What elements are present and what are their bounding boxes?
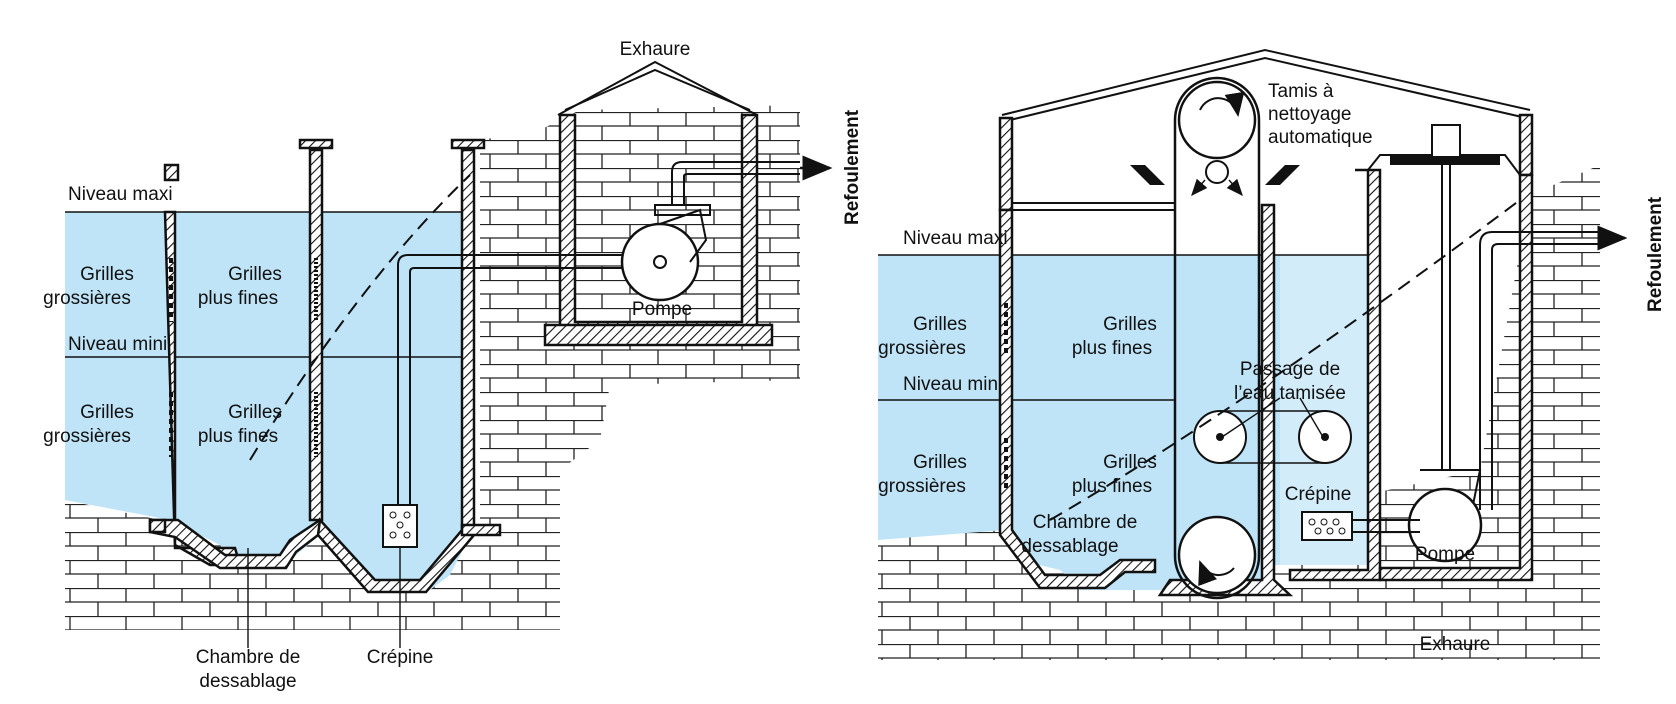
left-grilles-fines-2-l2: plus fines [198, 426, 278, 447]
left-grilles-grossieres-1-l1: Grilles [80, 264, 134, 285]
left-refoulement-label: Refoulement [842, 109, 863, 225]
right-niveau-mini-label: Niveau mini [903, 374, 1002, 395]
left-water [65, 212, 468, 590]
right-grilles-grossieres-2-l1: Grilles [913, 452, 967, 473]
right-grilles-fines-2-l2: plus fines [1072, 476, 1152, 497]
right-niveau-maxi-label: Niveau maxi [903, 228, 1008, 249]
right-grilles-fines-1-l2: plus fines [1072, 338, 1152, 359]
right-chambre-l2: dessablage [1021, 536, 1118, 557]
right-tamis-l1: Tamis à [1268, 81, 1334, 102]
left-grilles-fines-1-l2: plus fines [198, 288, 278, 309]
left-crepine-label: Crépine [367, 647, 434, 668]
right-grilles-grossieres-2-l2: grossières [878, 476, 966, 497]
left-masonry [65, 105, 800, 630]
right-refoulement-label: Refoulement [1645, 196, 1666, 312]
right-exhaure-label: Exhaure [1420, 634, 1491, 655]
left-chambre-l1: Chambre de [196, 647, 301, 668]
right-grilles-grossieres-1-l1: Grilles [913, 314, 967, 335]
right-grilles-grossieres-1-l2: grossières [878, 338, 966, 359]
left-grilles-grossieres-1-l2: grossières [43, 288, 131, 309]
right-diagram: Tamis à nettoyage automatique Refoulemen… [878, 48, 1666, 660]
left-niveau-mini-label: Niveau mini [68, 334, 167, 355]
right-tamis-l3: automatique [1268, 127, 1373, 148]
right-chambre-l1: Chambre de [1033, 512, 1138, 533]
left-grilles-fines-1-l1: Grilles [228, 264, 282, 285]
left-chambre-l2: dessablage [199, 671, 296, 692]
right-tamis-l2: nettoyage [1268, 104, 1351, 125]
right-passage-l1: Passage de [1240, 359, 1340, 380]
right-grilles-fines-1-l1: Grilles [1103, 314, 1157, 335]
left-pompe-label: Pompe [632, 299, 692, 320]
right-pompe-label: Pompe [1415, 544, 1475, 565]
left-exhaure-label: Exhaure [620, 39, 691, 60]
left-grilles-fines-2-l1: Grilles [228, 402, 282, 423]
left-niveau-maxi-label: Niveau maxi [68, 184, 173, 205]
left-diagram: Exhaure Refoulement Niveau maxi Niveau m… [43, 39, 863, 692]
right-passage-l2: l’eau tamisée [1234, 383, 1346, 404]
left-grilles-grossieres-2-l1: Grilles [80, 402, 134, 423]
left-grilles-grossieres-2-l2: grossières [43, 426, 131, 447]
right-crepine-label: Crépine [1285, 484, 1352, 505]
right-grilles-fines-2-l1: Grilles [1103, 452, 1157, 473]
